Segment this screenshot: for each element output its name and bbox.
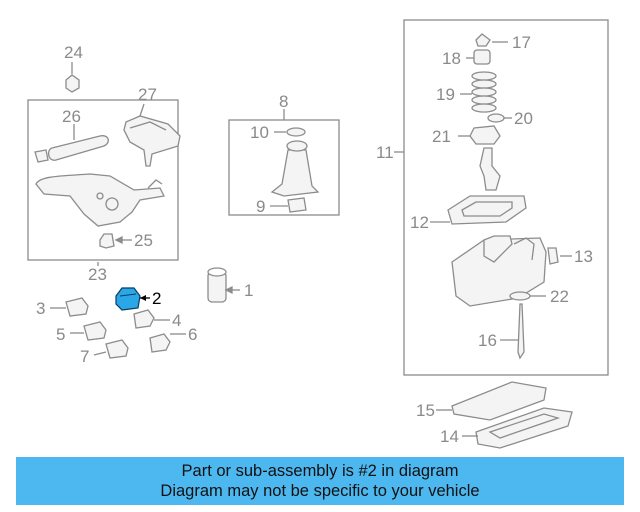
callout-26: 26 [62,107,81,126]
part-26-grip [34,124,109,163]
part-22-ring [509,291,531,301]
part-8-knob [270,149,320,197]
part-13-grommet [547,247,559,265]
callout-22: 22 [550,287,569,306]
callout-18: 18 [442,49,461,68]
banner-line-1: Part or sub-assembly is #2 in diagram [181,462,459,480]
callout-17: 17 [512,33,531,52]
callout-14: 14 [440,427,459,446]
part-27-boot [123,103,181,167]
group-box-11 [403,19,609,376]
callout-6: 6 [188,325,197,344]
part-1-bushing [207,267,240,303]
callout-3: 3 [36,299,45,318]
callout-7: 7 [80,347,89,366]
callout-8: 8 [279,92,288,111]
callout-9: 9 [256,197,265,216]
callout-24: 24 [64,43,83,62]
callout-16: 16 [478,331,497,350]
part-4-clip [133,309,170,329]
part-2-highlighted [115,287,150,311]
group-box-23 [27,99,179,261]
parts-diagram: 24 26 27 25 23 8 10 9 1 2 3 4 5 6 7 17 1… [27,19,609,449]
part-5-clip [70,321,107,341]
part-25-clip [99,233,132,249]
group-box-8 [228,119,340,216]
callout-2: 2 [152,289,161,308]
part-19-spring [471,71,497,113]
part-7-clip [93,339,129,359]
part-16-rod [517,303,525,360]
part-15-plate [451,381,547,421]
callout-19: 19 [436,85,455,104]
part-parking-brake-lever [35,173,165,227]
callout-25: 25 [134,231,153,250]
part-9-emblem [287,197,307,213]
callout-21: 21 [432,127,451,146]
callout-27: 27 [138,85,157,104]
part-10-ring [286,127,306,137]
callout-4: 4 [172,311,181,330]
callout-11: 11 [376,143,394,162]
part-17-cap [475,33,491,47]
part-21-bearing [469,125,501,145]
banner-line-2: Diagram may not be specific to your vehi… [160,482,480,500]
part-20-washer [487,113,505,123]
callout-13: 13 [574,247,593,266]
callout-10: 10 [250,123,269,142]
callout-23: 23 [88,265,107,284]
part-3-clip [50,297,89,317]
part-6-clip [149,333,186,353]
callout-5: 5 [56,325,65,344]
callout-12: 12 [410,213,429,232]
part-12-gasket [447,195,527,225]
callout-15: 15 [416,401,435,420]
info-banner: Part or sub-assembly is #2 in diagram Di… [16,457,624,505]
callout-20: 20 [514,109,533,128]
part-18-bushing [473,49,491,65]
part-24-nut [65,62,80,93]
callout-1: 1 [244,281,253,300]
